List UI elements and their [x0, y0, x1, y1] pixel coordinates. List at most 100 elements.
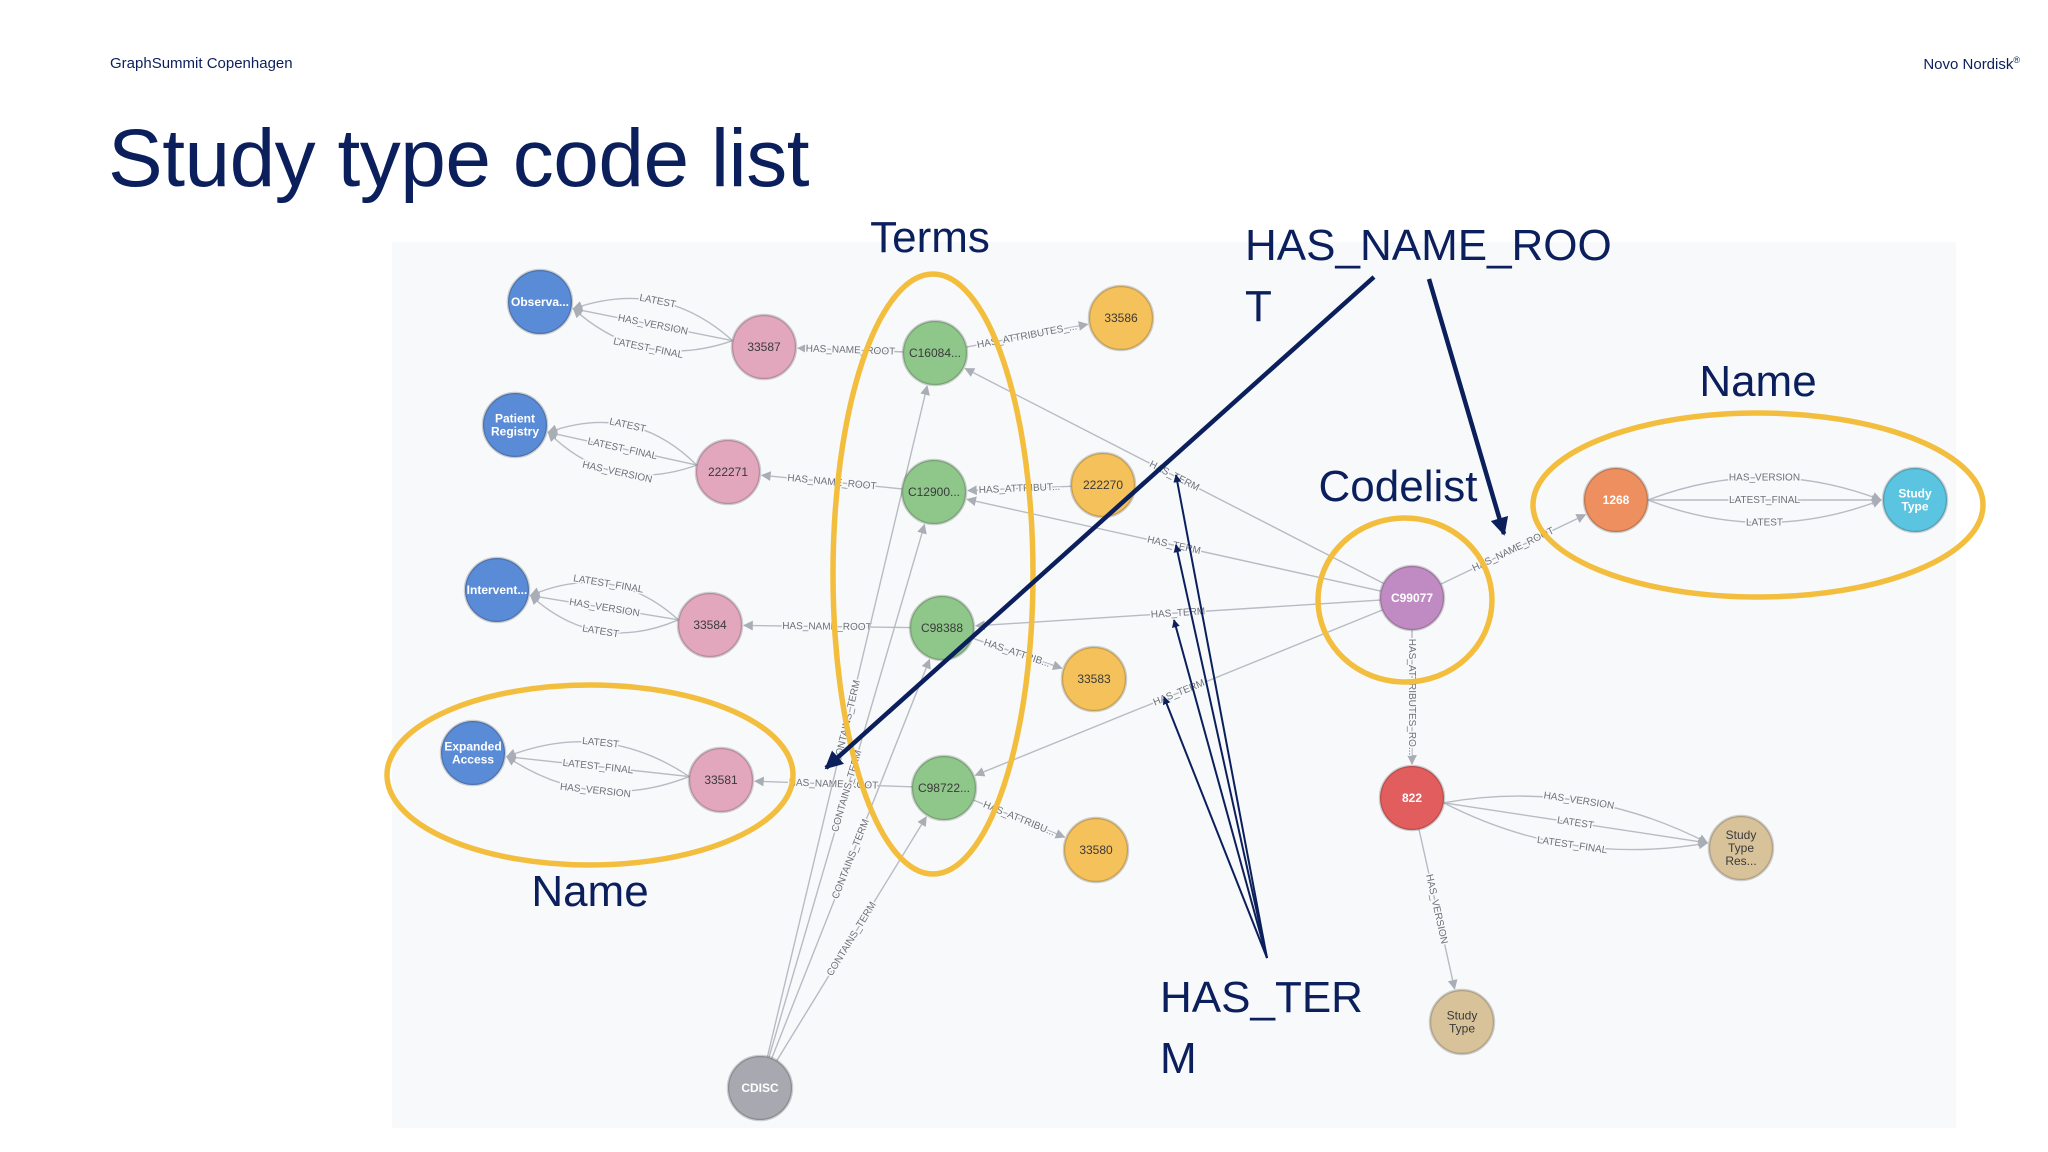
edge-label: HAS_NAME_ROOT — [789, 777, 879, 791]
node-circle[interactable] — [676, 591, 744, 659]
terms-highlight — [830, 271, 1036, 877]
graph-node-cdisc[interactable]: CDISC — [726, 1054, 794, 1122]
graph-edge: HAS_VERSION — [1647, 471, 1882, 502]
edge-line — [572, 297, 734, 342]
node-circle[interactable] — [1378, 564, 1446, 632]
node-circle[interactable] — [726, 1054, 794, 1122]
node-circle[interactable] — [1881, 466, 1949, 534]
edge-line — [1647, 498, 1882, 524]
graph-node-c98722[interactable]: C98722... — [910, 754, 978, 822]
node-label: 33584 — [693, 618, 727, 632]
annotation-layer: TermsCodelistNameNameHAS_NAME_ROOTHAS_TE… — [384, 213, 1986, 1083]
graph-node-c12900[interactable]: C12900... — [900, 458, 968, 526]
node-circle[interactable] — [506, 268, 574, 336]
graph-node-n33581[interactable]: 33581 — [687, 746, 755, 814]
graph-node-obs[interactable]: Observa... — [506, 268, 574, 336]
node-label: 822 — [1402, 791, 1422, 805]
graph-background — [392, 242, 1956, 1128]
edge-line — [966, 321, 1089, 348]
edge-line — [1647, 476, 1882, 502]
graph-edge: LATEST — [1647, 498, 1882, 530]
node-circle[interactable] — [900, 458, 968, 526]
has-term-arrow-2 — [1173, 544, 1268, 959]
name-highlight-right — [1530, 410, 1986, 600]
node-label: 33586 — [1104, 311, 1138, 325]
graph-node-c99077[interactable]: C99077 — [1378, 564, 1446, 632]
edge-label: HAS_VERSION — [1729, 473, 1800, 484]
node-circle[interactable] — [1707, 814, 1775, 882]
node-label: C98388 — [921, 621, 963, 635]
name-highlight-left — [384, 682, 796, 868]
has-term-arrow-1 — [1173, 474, 1268, 959]
graph-node-n33587[interactable]: 33587 — [730, 313, 798, 381]
name-label-left: Name — [531, 867, 648, 916]
node-label: 222270 — [1083, 478, 1123, 492]
event-name: GraphSummit Copenhagen — [110, 55, 293, 72]
node-circle[interactable] — [1582, 466, 1650, 534]
node-label: C12900... — [908, 485, 960, 499]
node-label: C16084... — [909, 346, 961, 360]
edge-label: HAS_ATTRIBUTES_RO... — [1406, 639, 1417, 756]
graph-edge: HAS_ATTRIBUT... — [966, 480, 1072, 498]
edge-line — [1440, 514, 1587, 585]
edge-line — [529, 592, 679, 621]
brand-name: Novo Nordisk® — [1923, 55, 2020, 73]
node-circle[interactable] — [694, 438, 762, 506]
node-label: 33587 — [747, 340, 781, 354]
node-circle[interactable] — [463, 556, 531, 624]
edge-line — [972, 637, 1063, 671]
node-label: Observa... — [511, 295, 569, 309]
edge-line — [505, 752, 690, 778]
node-circle[interactable] — [730, 313, 798, 381]
node-label: 33583 — [1077, 672, 1111, 686]
graph-node-interv[interactable]: Intervent... — [463, 556, 531, 624]
graph-node-n222271[interactable]: 222271 — [694, 438, 762, 506]
graph-node-n822[interactable]: 822 — [1378, 764, 1446, 832]
graph-node-n33584[interactable]: 33584 — [676, 591, 744, 659]
edge-line — [529, 581, 679, 621]
edge-line — [505, 756, 690, 793]
has-name-root-label-1: HAS_NAME_ROO — [1245, 221, 1612, 270]
edge-line — [768, 523, 927, 1058]
graph-node-c98388[interactable]: C98388 — [908, 594, 976, 662]
graph-node-n33583[interactable]: 33583 — [1060, 645, 1128, 713]
node-circle[interactable] — [1062, 816, 1130, 884]
node-label: C98722... — [918, 781, 970, 795]
node-circle[interactable] — [1378, 764, 1446, 832]
graph-node-n33586[interactable]: 33586 — [1087, 284, 1155, 352]
node-label: CDISC — [741, 1081, 779, 1095]
node-circle[interactable] — [687, 746, 755, 814]
codelist-highlight — [1315, 515, 1495, 685]
graph-node-c16084[interactable]: C16084... — [901, 319, 969, 387]
node-circle[interactable] — [1087, 284, 1155, 352]
edge-line — [547, 421, 698, 466]
graph-edge: HAS_NAME_ROOT — [743, 619, 911, 635]
node-circle[interactable] — [481, 391, 549, 459]
graph-node-n1268[interactable]: 1268 — [1582, 466, 1650, 534]
node-circle[interactable] — [439, 719, 507, 787]
node-circle[interactable] — [1428, 988, 1496, 1056]
graph-edge: LATEST_FINAL — [1647, 494, 1882, 508]
codelist-label: Codelist — [1319, 462, 1478, 511]
terms-label: Terms — [870, 213, 990, 262]
graph-node-n33580[interactable]: 33580 — [1062, 816, 1130, 884]
node-circle[interactable] — [910, 754, 978, 822]
graph-edge: HAS_NAME_ROOT — [753, 776, 913, 793]
edge-label: HAS_NAME_ROOT — [782, 621, 872, 633]
edge-line — [796, 343, 904, 354]
edge-line — [1443, 802, 1709, 847]
graph-node-n222270[interactable]: 222270 — [1069, 451, 1137, 519]
node-circle[interactable] — [901, 319, 969, 387]
node-circle[interactable] — [1060, 645, 1128, 713]
node-label: 1268 — [1603, 493, 1630, 507]
page-title: Study type code list — [108, 113, 810, 204]
node-circle[interactable] — [908, 594, 976, 662]
